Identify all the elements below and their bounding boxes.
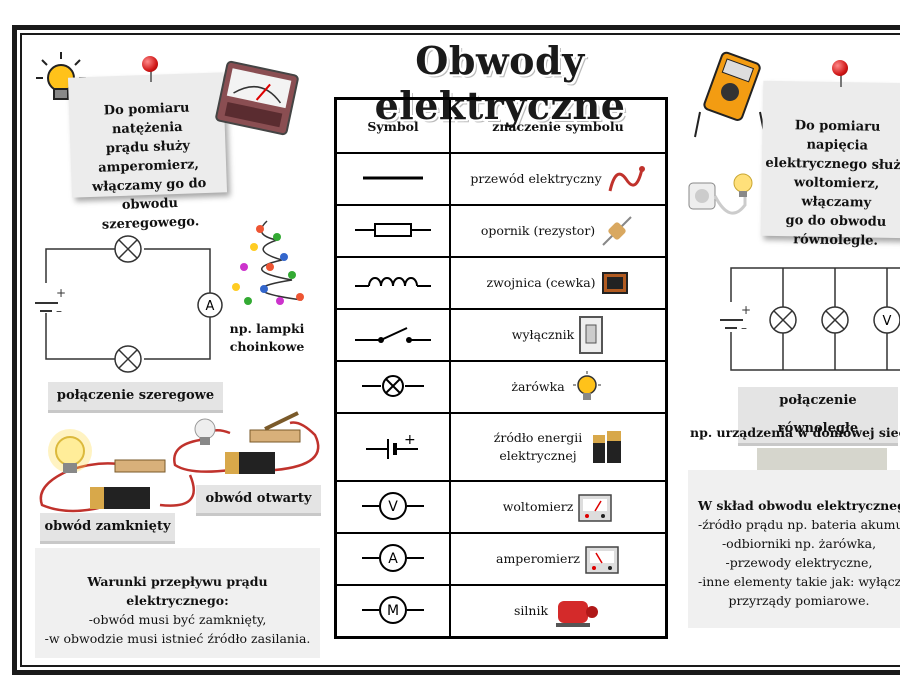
lightbulb-icon bbox=[572, 371, 601, 400]
wall-switch-icon bbox=[579, 316, 604, 354]
ammeter-letter: A bbox=[388, 551, 398, 567]
wire-symbol bbox=[363, 176, 423, 179]
svg-text:+: + bbox=[741, 303, 751, 317]
batteries-icon bbox=[593, 431, 622, 463]
table-row: wyłącznik bbox=[334, 308, 668, 362]
resistor-symbol bbox=[355, 222, 431, 237]
voltmeter-note: Do pomiaru napięcia elektrycznego służy … bbox=[760, 80, 900, 249]
circuit-composition-box: W skład obwodu elektrycznego wchodzą: -ź… bbox=[688, 470, 900, 628]
composition-title: W skład obwodu elektrycznego wchodzą: bbox=[698, 498, 900, 513]
series-circuit-diagram: + – A bbox=[35, 235, 223, 373]
conditions-box: Warunki przepływu prądu elektrycznego: -… bbox=[35, 548, 320, 658]
parallel-connection-label: połączenie równoległe bbox=[738, 387, 898, 446]
closed-circuit-label: obwód zamknięty bbox=[40, 513, 175, 544]
table-row: zwojnica (cewka) bbox=[334, 256, 668, 310]
parallel-voltmeter-letter: V bbox=[883, 314, 892, 329]
open-circuit-label: obwód otwarty bbox=[196, 485, 321, 516]
series-ammeter-letter: A bbox=[206, 299, 215, 314]
table-row: V woltomierz bbox=[334, 480, 668, 534]
symbol-table: Symbol znaczenie symbolu przewód elektry… bbox=[334, 97, 668, 639]
table-row: opornik (rezystor) bbox=[334, 204, 668, 258]
power-source-symbol: + bbox=[366, 432, 418, 459]
coil-icon bbox=[601, 272, 628, 294]
table-row: + źródło energii elektrycznej bbox=[334, 412, 668, 482]
wire-cable-icon bbox=[608, 166, 645, 192]
svg-text:+: + bbox=[404, 432, 416, 448]
motor-letter: M bbox=[387, 603, 399, 619]
pushpin-icon bbox=[142, 56, 158, 72]
header-meaning: znaczenie symbolu bbox=[449, 97, 668, 154]
ammeter-note: Do pomiaru natężenia prądu służy amperom… bbox=[67, 72, 228, 233]
switch-symbol bbox=[355, 326, 431, 343]
series-connection-label: połączenie szeregowe bbox=[48, 382, 223, 413]
svg-text:–: – bbox=[741, 321, 747, 335]
coil-symbol bbox=[355, 276, 431, 287]
series-example-text: np. lampki choinkowe bbox=[229, 321, 305, 354]
resistor-icon bbox=[602, 216, 632, 246]
bulb-symbol bbox=[362, 374, 424, 397]
parallel-example-text: np. urządzenia w domowej sieci elektrycz… bbox=[690, 425, 900, 440]
pushpin-icon bbox=[832, 60, 848, 76]
conditions-title: Warunki przepływu prądu elektrycznego: bbox=[87, 574, 268, 608]
header-symbol: Symbol bbox=[334, 97, 451, 154]
ammeter-device-icon bbox=[585, 546, 619, 574]
electric-motor-icon bbox=[556, 601, 599, 627]
voltmeter-device-icon bbox=[578, 494, 613, 522]
table-row: A amperomierz bbox=[334, 532, 668, 586]
ammeter-symbol: A bbox=[362, 543, 424, 572]
svg-text:+: + bbox=[56, 286, 66, 300]
table-header-row: Symbol znaczenie symbolu bbox=[334, 97, 668, 154]
parallel-circuit-diagram: + – V bbox=[720, 267, 900, 371]
analog-ammeter-image bbox=[215, 60, 299, 136]
svg-text:–: – bbox=[56, 304, 62, 318]
table-row: żarówka bbox=[334, 360, 668, 414]
christmas-lights-image bbox=[232, 220, 304, 305]
motor-symbol: M bbox=[362, 595, 424, 624]
table-row: przewód elektryczny bbox=[334, 152, 668, 206]
tape-strip bbox=[757, 448, 887, 472]
open-closed-circuit-illustration bbox=[39, 411, 320, 513]
multimeter-image bbox=[694, 51, 766, 138]
page-frame bbox=[12, 25, 900, 675]
voltmeter-letter: V bbox=[388, 499, 398, 515]
voltmeter-symbol: V bbox=[362, 491, 424, 520]
socket-and-bulb-image bbox=[688, 173, 753, 215]
table-row: M silnik bbox=[334, 584, 668, 639]
